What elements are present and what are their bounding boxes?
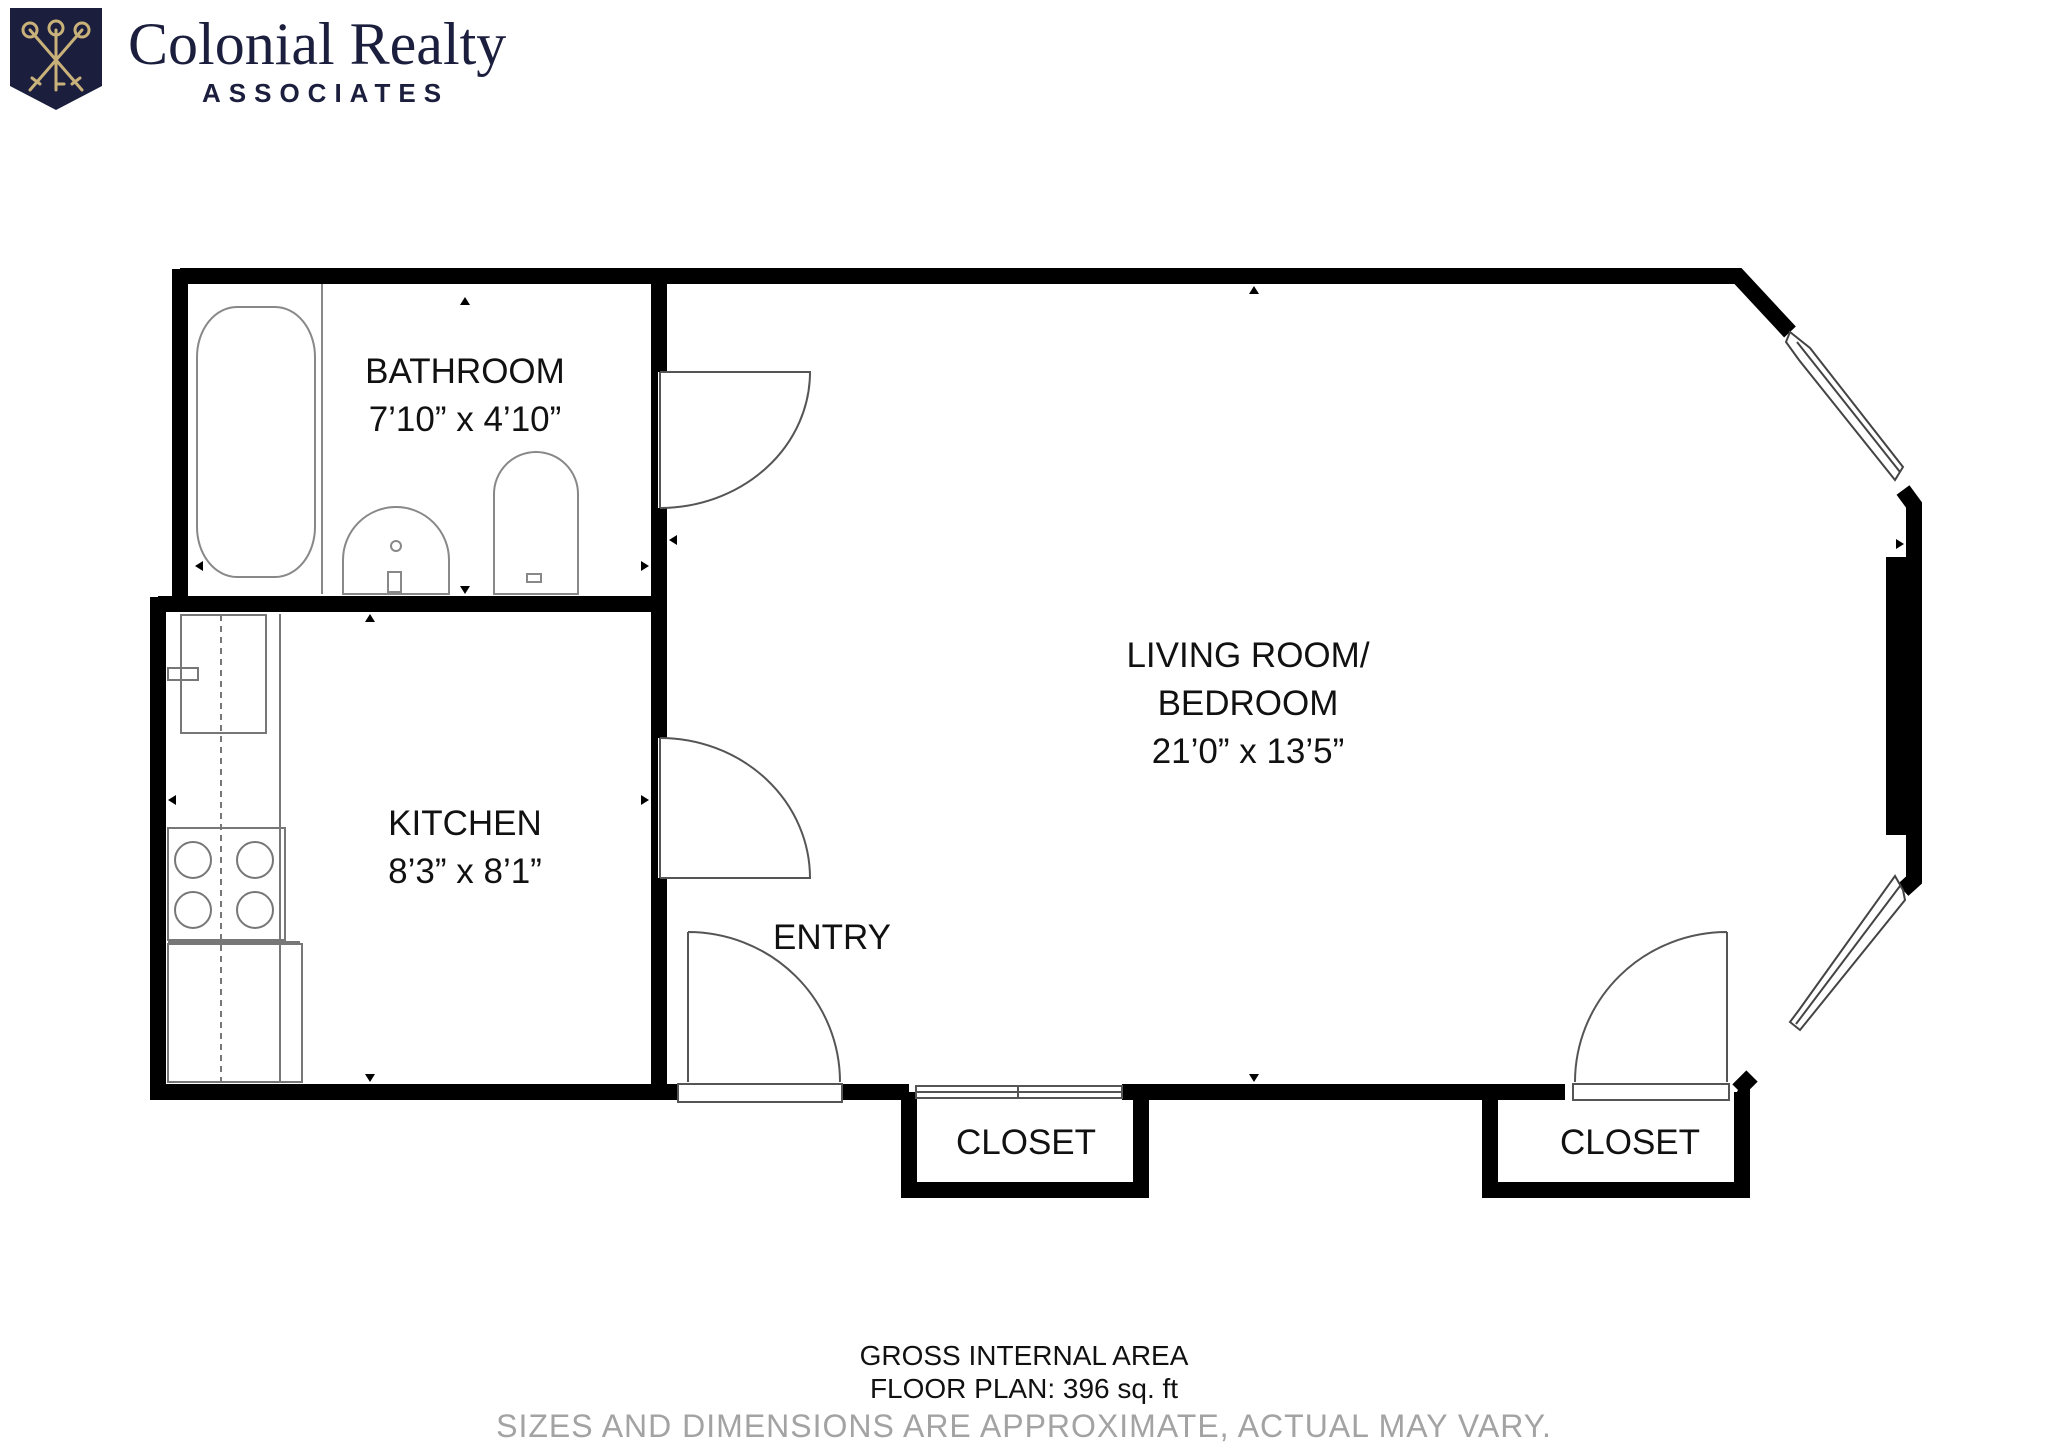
kitchen-counter	[167, 614, 303, 1083]
kitchen-name: KITCHEN	[388, 804, 542, 843]
disclaimer: SIZES AND DIMENSIONS ARE APPROXIMATE, AC…	[496, 1408, 1552, 1444]
entry-label: ENTRY	[773, 918, 891, 957]
gross-area-title: GROSS INTERNAL AREA	[859, 1340, 1189, 1371]
living-room-label: LIVING ROOM/ BEDROOM 21’0” x 13’5”	[1126, 632, 1369, 776]
bathroom-label: BATHROOM 7’10” x 4’10”	[365, 348, 565, 444]
floor-plan-area: FLOOR PLAN: 396 sq. ft	[869, 1373, 1179, 1404]
bathtub-icon	[196, 284, 323, 594]
bay-windows	[1784, 330, 1907, 1032]
closet-right-label: CLOSET	[1559, 1123, 1701, 1162]
kitchen-label: KITCHEN 8’3” x 8’1”	[388, 800, 542, 896]
stove-burners-icon	[174, 841, 274, 929]
bathroom-name: BATHROOM	[365, 352, 565, 391]
kitchen-size: 8’3” x 8’1”	[388, 852, 542, 891]
sink-icon	[342, 506, 450, 595]
brand-name: Colonial Realty	[128, 11, 507, 77]
east-pier	[1886, 557, 1914, 835]
closet-left-label: CLOSET	[955, 1123, 1097, 1162]
living-room-name-line1: LIVING ROOM/	[1126, 636, 1370, 675]
doors	[658, 371, 1730, 1103]
living-room-name-line2: BEDROOM	[1157, 684, 1339, 723]
company-logo: Colonial Realty ASSOCIATES	[10, 8, 540, 112]
shield-keys-icon	[10, 8, 102, 110]
bathroom-size: 7’10” x 4’10”	[368, 400, 562, 439]
toilet-icon	[493, 451, 579, 595]
dimension-markers	[168, 286, 1904, 1082]
brand-subtitle: ASSOCIATES	[202, 78, 450, 108]
living-room-size: 21’0” x 13’5”	[1151, 732, 1345, 771]
